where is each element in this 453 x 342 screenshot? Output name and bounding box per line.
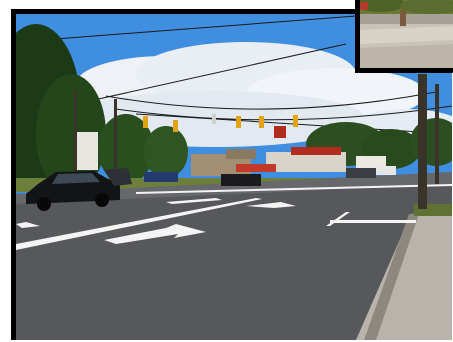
cars — [26, 166, 396, 211]
inset-curb — [360, 14, 453, 24]
inset-photo — [360, 0, 453, 68]
lane-markings — [16, 184, 452, 250]
buildings — [76, 132, 386, 176]
utility-poles — [74, 74, 439, 209]
road-far — [16, 172, 452, 204]
traffic-signals — [143, 114, 298, 138]
blue-car — [144, 172, 178, 182]
curb — [364, 214, 419, 340]
road — [16, 172, 452, 340]
dark-car — [221, 174, 261, 186]
